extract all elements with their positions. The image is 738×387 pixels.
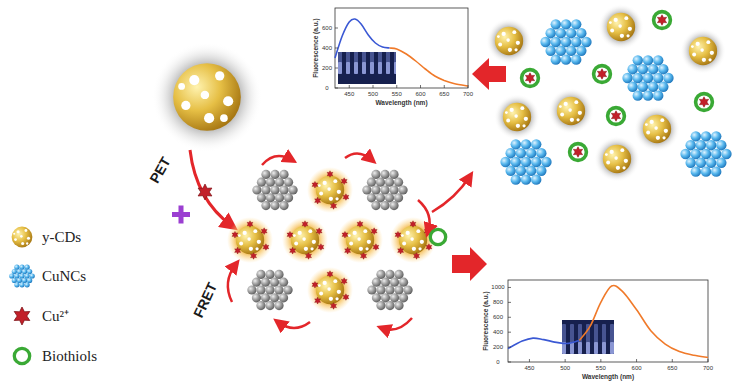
axis-tick	[396, 85, 397, 88]
tick-label: 500	[560, 365, 570, 371]
chart-frame	[335, 8, 468, 88]
axis-tick	[373, 85, 374, 88]
vial-photo	[338, 52, 396, 84]
tick-label: 0	[496, 359, 499, 365]
spectrum-curve	[508, 338, 579, 349]
ycd-icon	[12, 227, 33, 248]
axis-title: Wavelength (nm)	[582, 374, 634, 381]
spectrum-curve	[390, 48, 468, 86]
axis-tick	[444, 85, 445, 88]
axis-tick	[468, 85, 469, 88]
tick-label: 0	[325, 85, 328, 91]
legend-text: Biothiols	[42, 349, 97, 364]
tick-label: 600	[493, 314, 503, 320]
cu-ion	[198, 184, 212, 200]
chart-frame	[508, 280, 708, 362]
axis-tick	[508, 347, 511, 348]
axis-title: Fluorescence (a.u.)	[483, 291, 490, 350]
biothiol-arrow	[432, 176, 470, 212]
axis-tick	[600, 359, 601, 362]
tick-label: 450	[524, 365, 534, 371]
tick-label: 800	[493, 299, 503, 305]
spectrum-curve	[579, 285, 708, 357]
cu-ion-icon	[14, 307, 30, 325]
axis-tick	[672, 359, 673, 362]
spectra	[335, 19, 708, 362]
tick-label: 600	[415, 91, 425, 97]
axis-tick	[508, 302, 511, 303]
tick-label: 400	[493, 329, 503, 335]
tick-label: 550	[392, 91, 402, 97]
tick-label: 200	[493, 344, 503, 350]
axis-tick	[335, 28, 338, 29]
plus-sign	[172, 206, 190, 224]
axis-title: Wavelength (nm)	[375, 100, 427, 107]
axis-tick	[708, 359, 709, 362]
pet-arrow	[190, 150, 232, 226]
axis-tick	[508, 317, 511, 318]
tick-label: 500	[368, 91, 378, 97]
tick-label: 700	[703, 365, 713, 371]
spectrum-curve	[335, 19, 390, 58]
vial-photo	[338, 52, 396, 84]
axis-tick	[335, 48, 338, 49]
tick-label: 600	[322, 25, 332, 31]
block-arrow	[452, 247, 487, 281]
axis-tick	[349, 85, 350, 88]
arrow-label: PET	[147, 155, 173, 186]
axis-title: Fluorescence (a.u.)	[313, 18, 320, 77]
legend-text: y-CDs	[42, 230, 81, 245]
block-arrow	[472, 58, 506, 90]
tick-label: 650	[439, 91, 449, 97]
axis-tick	[508, 362, 511, 363]
vial-photo	[562, 320, 614, 354]
arrow-label: FRET	[191, 280, 219, 319]
tick-label: 700	[463, 91, 473, 97]
axis-tick	[636, 359, 637, 362]
tick-label: 600	[632, 365, 642, 371]
tick-label: 650	[667, 365, 677, 371]
biothiol	[430, 229, 445, 244]
ycd-particle	[152, 42, 262, 152]
axis-tick	[420, 85, 421, 88]
recovered-cluster	[486, 4, 732, 185]
legend-icons	[9, 227, 35, 364]
tick-label: 550	[596, 365, 606, 371]
biothiol-icon	[14, 348, 29, 363]
axis-tick	[529, 359, 530, 362]
axis-tick	[565, 359, 566, 362]
axis-tick	[335, 88, 338, 89]
quenched-cluster	[227, 167, 436, 313]
tick-label: 1000	[491, 284, 504, 290]
tick-label: 450	[344, 91, 354, 97]
tick-label: 200	[322, 65, 332, 71]
vial-photo	[562, 320, 614, 354]
legend-text: CuNCs	[42, 269, 86, 284]
axis-tick	[508, 287, 511, 288]
legend-text: Cu²⁺	[42, 309, 69, 324]
cuncs-icon	[9, 265, 35, 288]
axis-tick	[335, 68, 338, 69]
axis-tick	[508, 332, 511, 333]
energy-transfer-arrows	[228, 153, 430, 329]
tick-label: 400	[322, 45, 332, 51]
